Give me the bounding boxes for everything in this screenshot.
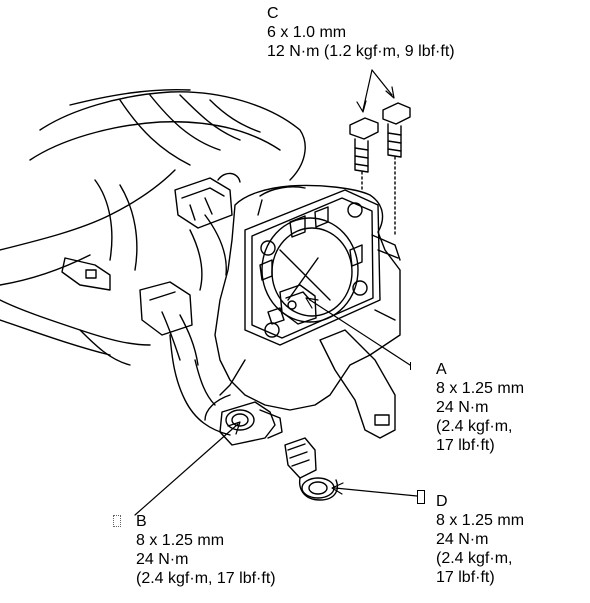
callout-a-size: 8 x 1.25 mm xyxy=(436,380,525,397)
coolant-hose xyxy=(139,281,231,436)
callout-c-torque: 12 N·m (1.2 kgf·m, 9 lbf·ft) xyxy=(267,43,455,60)
bolt-d xyxy=(284,437,338,501)
callout-a-torque-alt-2: 17 lbf·ft) xyxy=(436,437,495,454)
callout-c-letter: C xyxy=(267,5,279,22)
callout-c: C 6 x 1.0 mm 12 N·m (1.2 kgf·m, 9 lbf·ft… xyxy=(267,4,455,61)
bolt-b xyxy=(219,401,283,446)
callout-d: D 8 x 1.25 mm 24 N·m (2.4 kgf·m, 17 lbf·… xyxy=(436,492,524,587)
callout-a-torque: 24 N·m xyxy=(436,399,489,416)
callout-b-letter: B xyxy=(136,513,147,530)
callout-a-letter: A xyxy=(436,361,447,378)
leader-lines xyxy=(134,69,418,516)
bracket-tab xyxy=(61,257,111,291)
callout-d-size: 8 x 1.25 mm xyxy=(436,512,525,529)
callout-d-torque-alt-1: (2.4 kgf·m, xyxy=(436,550,513,567)
throttle-sensor xyxy=(267,284,317,325)
intake-manifold xyxy=(0,88,306,366)
bolts-c xyxy=(349,102,411,236)
callout-b-torque-alt: (2.4 kgf·m, 17 lbf·ft) xyxy=(136,570,276,587)
callout-b-torque: 24 N·m xyxy=(136,551,189,568)
marker-a xyxy=(410,362,413,370)
callout-b-size: 8 x 1.25 mm xyxy=(136,532,225,549)
callout-a-torque-alt-1: (2.4 kgf·m, xyxy=(436,418,513,435)
callout-d-torque: 24 N·m xyxy=(436,531,489,548)
callout-c-size: 6 x 1.0 mm xyxy=(267,24,347,41)
callout-d-letter: D xyxy=(436,493,448,510)
sensor-connector-upper xyxy=(174,172,241,229)
callout-d-torque-alt-2: 17 lbf·ft) xyxy=(436,569,495,586)
marker-b xyxy=(113,515,121,527)
lower-bracket xyxy=(204,329,396,439)
throttle-body xyxy=(214,184,401,411)
callout-b: B 8 x 1.25 mm 24 N·m (2.4 kgf·m, 17 lbf·… xyxy=(136,512,276,588)
marker-d xyxy=(417,490,425,504)
callout-a: A 8 x 1.25 mm 24 N·m (2.4 kgf·m, 17 lbf·… xyxy=(436,360,524,455)
